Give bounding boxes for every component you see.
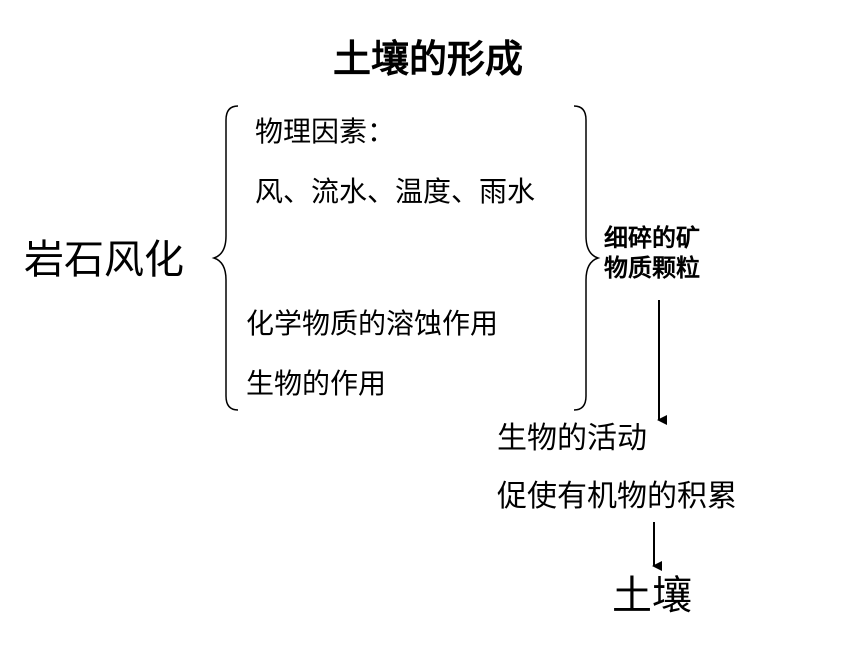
rock-weathering-label: 岩石风化 <box>24 237 184 283</box>
right-curly-brace <box>573 105 601 411</box>
result-line-1: 细碎的矿 <box>604 224 700 252</box>
result-line-2: 物质颗粒 <box>604 254 700 282</box>
soil-label: 土壤 <box>612 573 692 619</box>
page-title: 土壤的形成 <box>333 37 524 81</box>
physical-factors-header: 物理因素： <box>255 115 396 148</box>
chemical-factor: 化学物质的溶蚀作用 <box>246 307 499 340</box>
bio-activity-label: 生物的活动 <box>497 421 647 456</box>
physical-factors-items: 风、流水、温度、雨水 <box>255 175 536 208</box>
left-curly-brace <box>211 105 239 411</box>
biological-factor: 生物的作用 <box>246 367 387 400</box>
organic-accumulation-label: 促使有机物的积累 <box>497 479 737 514</box>
